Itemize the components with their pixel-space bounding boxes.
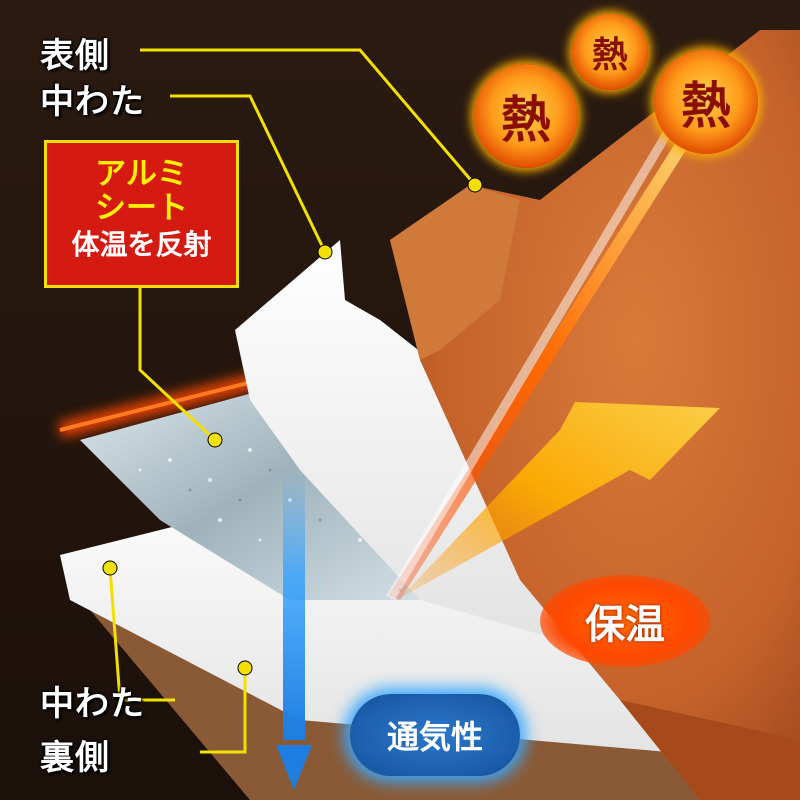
aluminum-label-line2: シート — [95, 190, 188, 226]
airflow-arrow-shaft — [283, 470, 305, 740]
label-back: 裏側 — [40, 738, 110, 778]
aluminum-label-line3: 体温を反射 — [71, 228, 212, 261]
breathability-label: 通気性 — [350, 694, 520, 776]
callout-line-back — [200, 668, 247, 754]
heat-badge-left: 熱 — [474, 64, 578, 168]
aluminum-label-line1: アルミ — [95, 156, 188, 192]
heat-badge-small: 熱 — [572, 14, 648, 90]
label-padding-bottom: 中わた — [40, 684, 145, 724]
callout-line-padding-bottom — [108, 567, 175, 702]
callout-line-outer — [140, 48, 477, 186]
warmth-label: 保温 — [540, 575, 710, 667]
aluminum-sheet-callout: アルミ シート 体温を反射 — [44, 140, 239, 288]
callout-line-padding-top — [170, 94, 327, 253]
reflect-arrow — [400, 402, 720, 598]
heat-badge-right: 熱 — [654, 50, 758, 154]
callout-line-aluminum — [138, 288, 217, 442]
airflow-arrow-head — [276, 745, 312, 790]
label-outer: 表側 — [40, 36, 110, 76]
label-padding-top: 中わた — [40, 82, 145, 122]
